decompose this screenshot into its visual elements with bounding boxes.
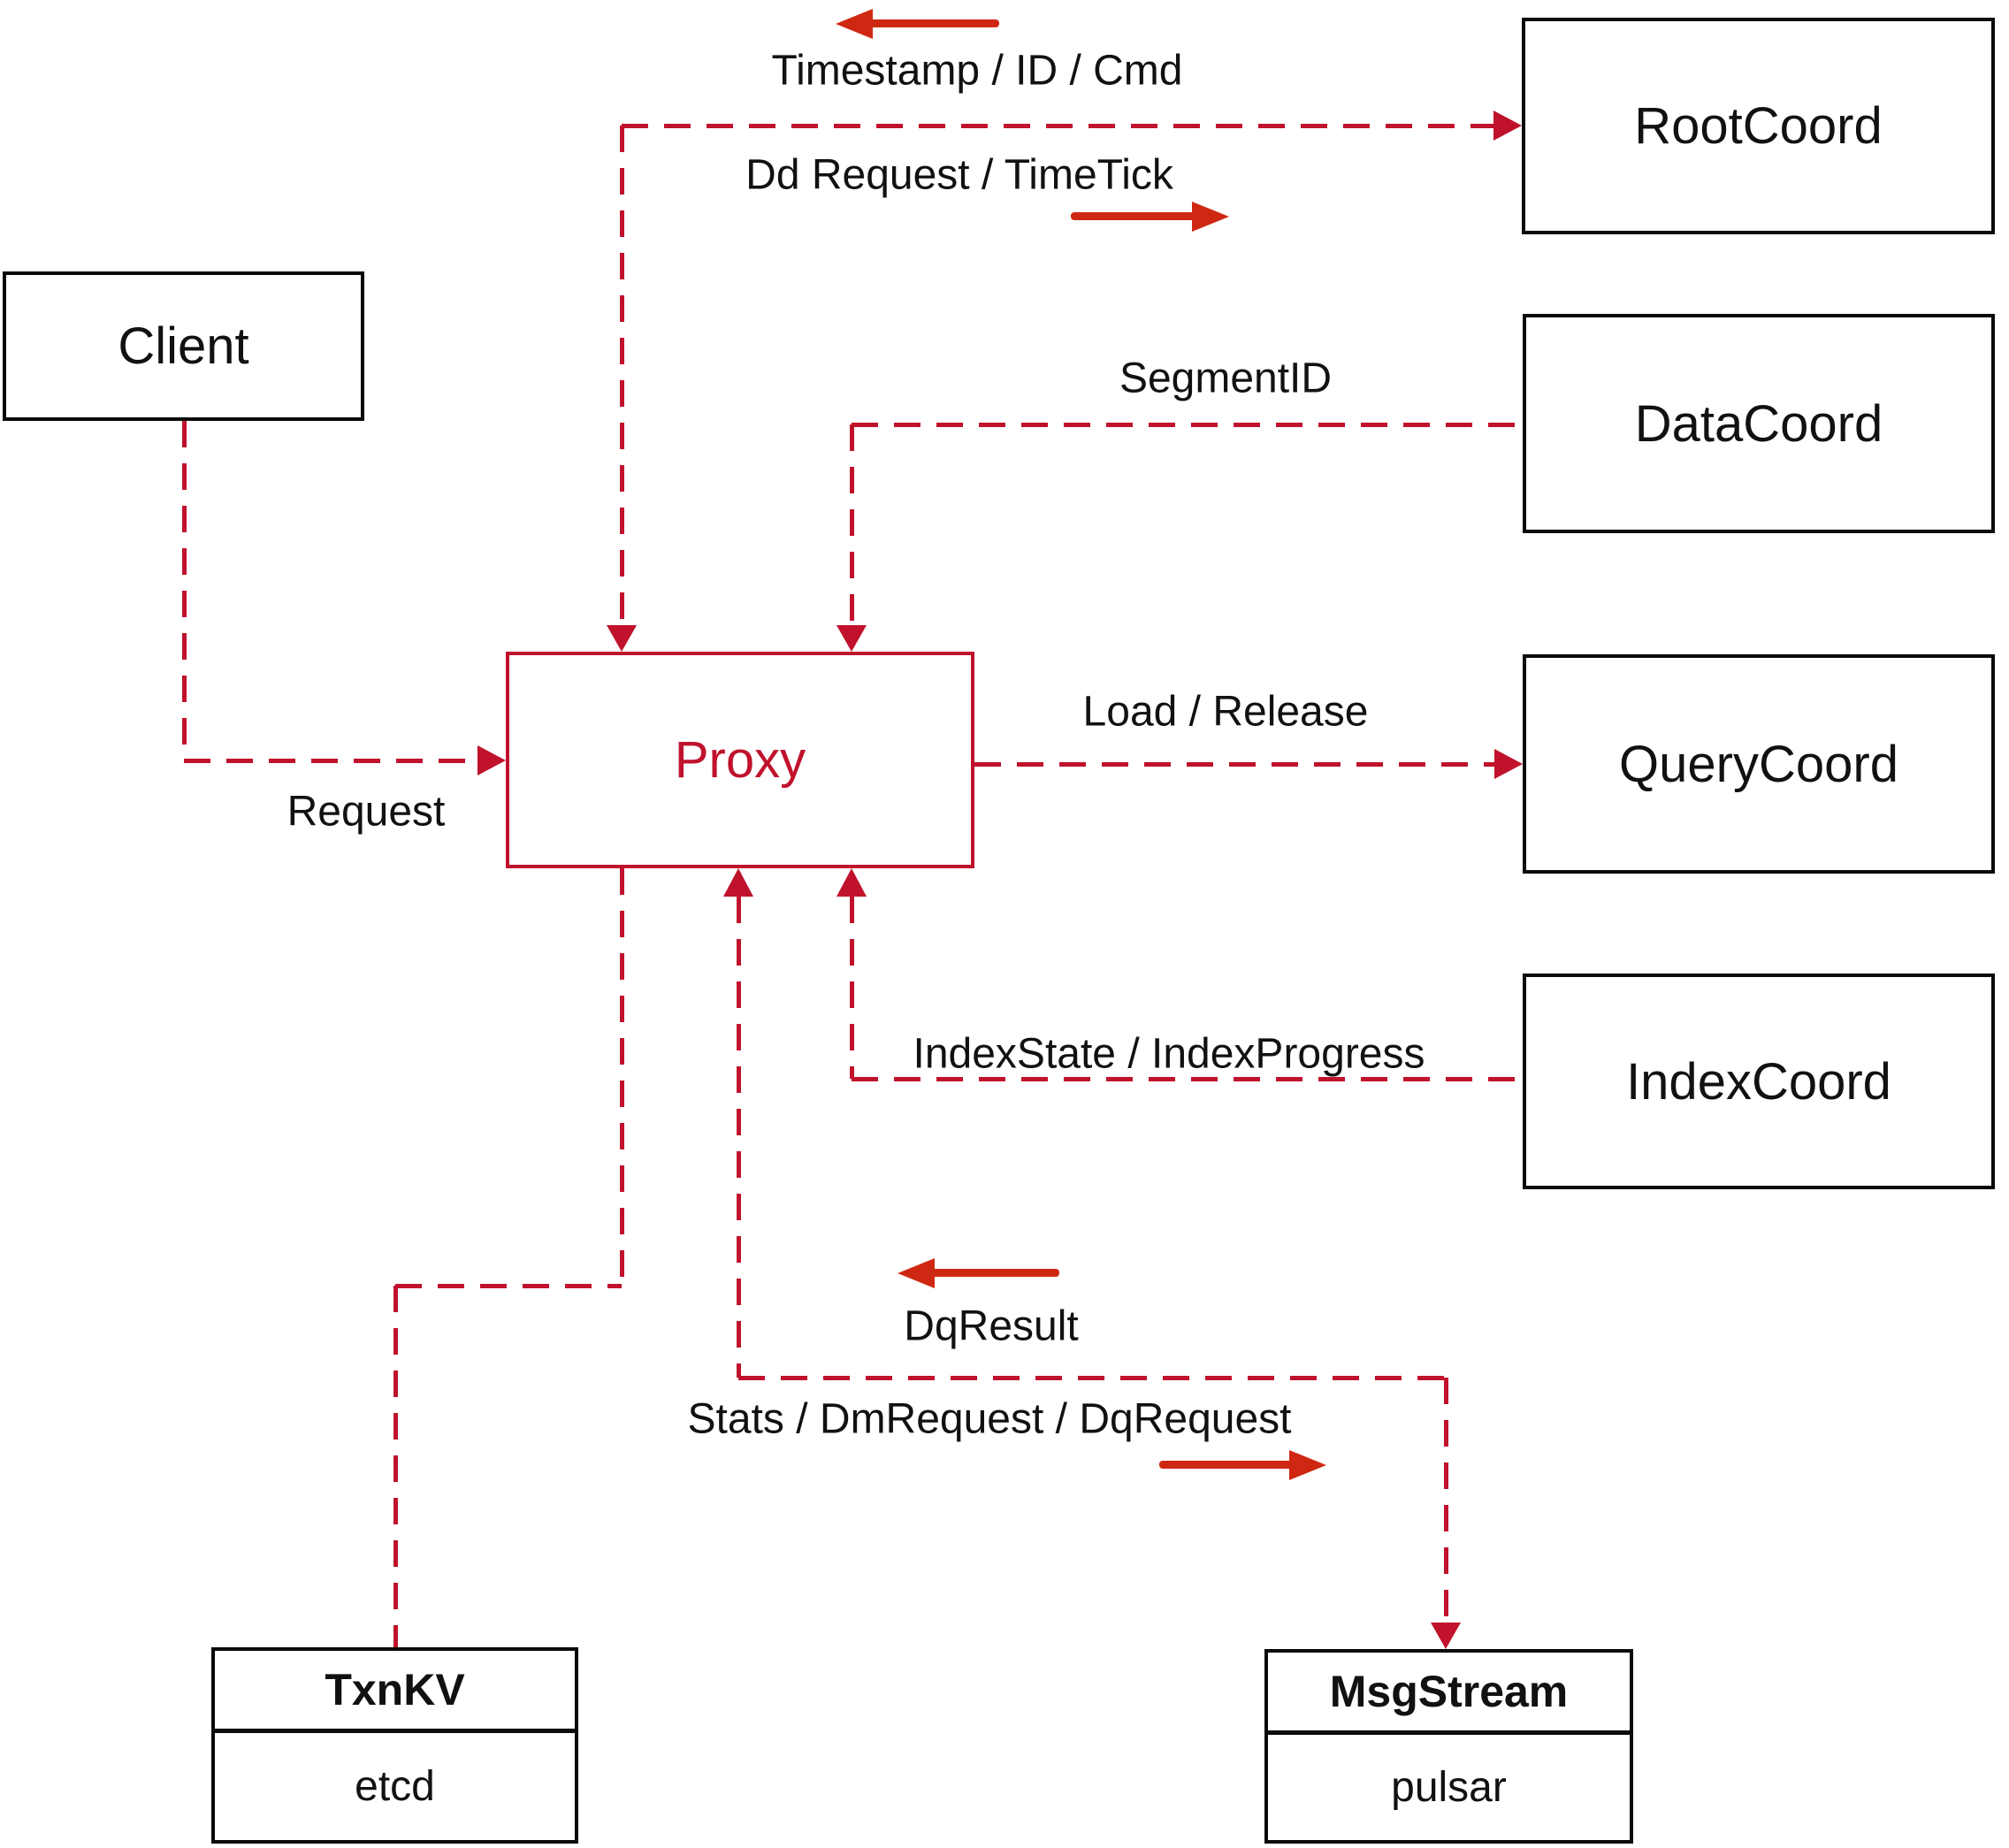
node-msgstream: MsgStream pulsar	[1264, 1649, 1633, 1844]
node-txnkv-subtitle: etcd	[355, 1763, 435, 1810]
arrowhead-into-proxy-left-icon	[477, 745, 506, 775]
node-datacoord-label: DataCoord	[1634, 394, 1883, 453]
node-indexcoord-label: IndexCoord	[1626, 1052, 1891, 1111]
edge-datacoord-proxy-vertical	[850, 424, 854, 625]
direction-arrow-right-ddrequest-icon	[1192, 202, 1229, 232]
node-client-label: Client	[118, 317, 249, 375]
direction-arrow-right-stats-shaft	[1159, 1461, 1293, 1469]
edge-label-segment-id: SegmentID	[1119, 355, 1333, 402]
node-proxy: Proxy	[506, 652, 974, 868]
direction-arrow-left-dqresult-shaft	[931, 1269, 1059, 1277]
arrowhead-into-querycoord-icon	[1494, 749, 1523, 779]
arrowhead-into-proxy-bottom-right-icon	[836, 868, 867, 897]
node-txnkv: TxnKV etcd	[211, 1647, 578, 1844]
node-proxy-label: Proxy	[674, 731, 806, 789]
edge-label-timestamp-id-cmd: Timestamp / ID / Cmd	[771, 47, 1183, 95]
edge-label-dq-result: DqResult	[904, 1302, 1079, 1350]
arrowhead-into-proxy-top-left-icon	[607, 625, 637, 652]
edge-proxy-rootcoord-vertical	[620, 126, 624, 625]
arrowhead-into-proxy-bottom-center-icon	[723, 868, 753, 897]
direction-arrow-right-stats-icon	[1289, 1450, 1326, 1480]
node-querycoord-label: QueryCoord	[1619, 735, 1898, 793]
edge-label-stats-dm-dq-request: Stats / DmRequest / DqRequest	[687, 1395, 1292, 1443]
edge-label-index-state-progress: IndexState / IndexProgress	[913, 1030, 1425, 1078]
direction-arrow-left-timestamp-icon	[836, 9, 873, 39]
edge-proxy-txnkv-vertical-lower	[393, 1286, 398, 1647]
direction-arrow-left-dqresult-icon	[898, 1258, 935, 1288]
arrowhead-into-rootcoord-icon	[1493, 111, 1522, 141]
arrowhead-into-msgstream-icon	[1431, 1623, 1461, 1649]
node-msgstream-subtitle: pulsar	[1391, 1764, 1507, 1811]
node-indexcoord: IndexCoord	[1523, 974, 1995, 1189]
direction-arrow-left-timestamp-shaft	[869, 19, 999, 27]
node-txnkv-title: TxnKV	[215, 1651, 575, 1733]
edge-label-dd-request-timetick: Dd Request / TimeTick	[745, 151, 1173, 199]
edge-indexcoord-proxy-vertical	[850, 897, 854, 1079]
edge-indexcoord-proxy-horizontal	[852, 1077, 1523, 1081]
node-msgstream-title: MsgStream	[1268, 1653, 1630, 1735]
node-rootcoord-label: RootCoord	[1634, 97, 1883, 155]
direction-arrow-right-ddrequest-shaft	[1071, 212, 1195, 220]
arrowhead-into-proxy-top-right-icon	[836, 625, 867, 652]
edge-label-request: Request	[286, 788, 446, 836]
edge-label-load-release: Load / Release	[1082, 688, 1369, 736]
edge-proxy-rootcoord-horizontal	[622, 124, 1497, 128]
node-rootcoord: RootCoord	[1522, 18, 1995, 234]
edge-proxy-txnkv-vertical-upper	[620, 868, 624, 1286]
node-client: Client	[3, 271, 364, 421]
edge-proxy-msgstream-vertical-lower	[1444, 1378, 1448, 1623]
edge-proxy-txnkv-horizontal	[395, 1284, 622, 1288]
edge-client-proxy-horizontal	[184, 759, 477, 763]
edge-proxy-msgstream-horizontal	[738, 1376, 1446, 1380]
edge-proxy-msgstream-vertical-upper	[737, 897, 741, 1378]
edge-datacoord-proxy-horizontal	[852, 423, 1523, 427]
node-datacoord: DataCoord	[1523, 314, 1995, 533]
edge-client-proxy-vertical	[182, 421, 187, 760]
edge-proxy-querycoord-horizontal	[974, 762, 1494, 767]
node-querycoord: QueryCoord	[1523, 654, 1995, 874]
